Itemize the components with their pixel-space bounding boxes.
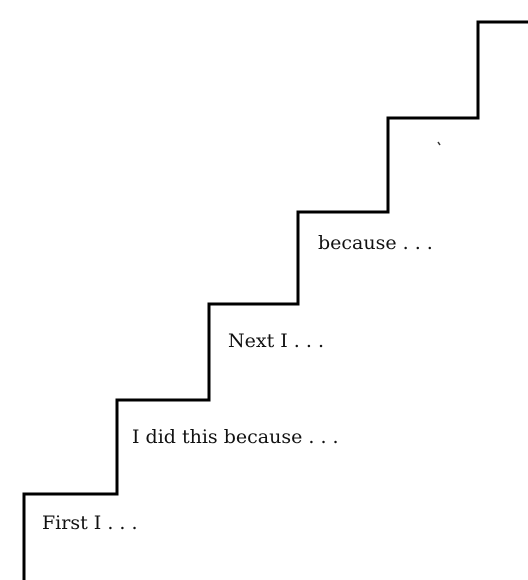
stray-mark bbox=[437, 141, 441, 146]
staircase-outline bbox=[22, 20, 528, 580]
step-label-first: First I . . . bbox=[42, 512, 138, 534]
step-label-because: because . . . bbox=[318, 232, 433, 254]
step-label-next: Next I . . . bbox=[228, 330, 325, 352]
step-label-reason: I did this because . . . bbox=[132, 426, 339, 448]
